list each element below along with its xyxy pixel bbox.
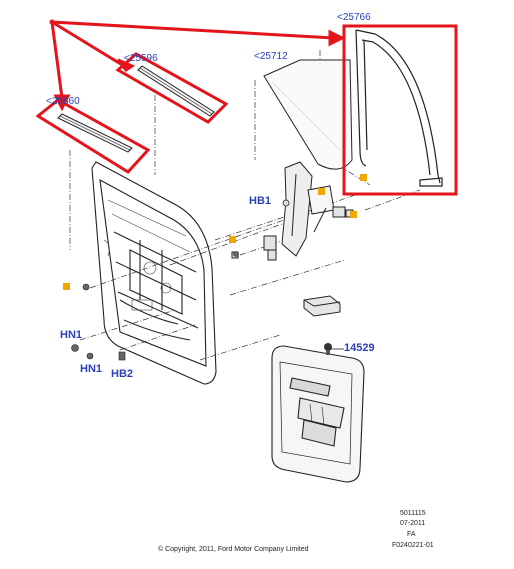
note-markers [63, 174, 367, 290]
copyright-notice: © Copyright, 2011, Ford Motor Company Li… [158, 546, 309, 553]
door-shell [91, 161, 217, 385]
highlight-boxes [35, 24, 458, 196]
door-inner-details [103, 199, 191, 311]
callout-25712: <25712 [254, 51, 288, 62]
highlight-box-25596 [115, 52, 229, 124]
revision-code: FA [407, 531, 416, 538]
fastener-hb1 [282, 199, 290, 207]
pointer-arrows [49, 19, 346, 112]
belt-weatherstrip-inner [137, 65, 215, 117]
window-regulator [281, 161, 335, 257]
date-code: 07-2011 [400, 520, 426, 527]
callout-25596: <25596 [124, 53, 158, 64]
door-trim-panel [271, 345, 365, 483]
belt-weatherstrip-outer [57, 113, 133, 153]
projection-lines [69, 50, 421, 361]
callout-25766: <25766 [337, 12, 371, 23]
fasteners-hn1-hb2 [71, 251, 239, 361]
callout-25860: <25860 [46, 96, 80, 107]
glass-run-channel [355, 29, 443, 187]
highlight-box-25860 [35, 98, 151, 174]
window-switch [303, 295, 341, 317]
window-glass [263, 59, 353, 170]
callout-hn1-upper: HN1 [60, 329, 83, 341]
callout-14529: 14529 [344, 342, 375, 354]
callout-hn1-lower: HN1 [80, 363, 103, 375]
callout-hb2: HB2 [111, 368, 134, 380]
doc-number: 5011115 [400, 510, 426, 517]
callout-14529-leader [330, 348, 344, 350]
callout-hb1: HB1 [249, 195, 272, 207]
highlight-box-25766 [342, 24, 458, 196]
figure-id: F0240221-01 [392, 542, 434, 549]
